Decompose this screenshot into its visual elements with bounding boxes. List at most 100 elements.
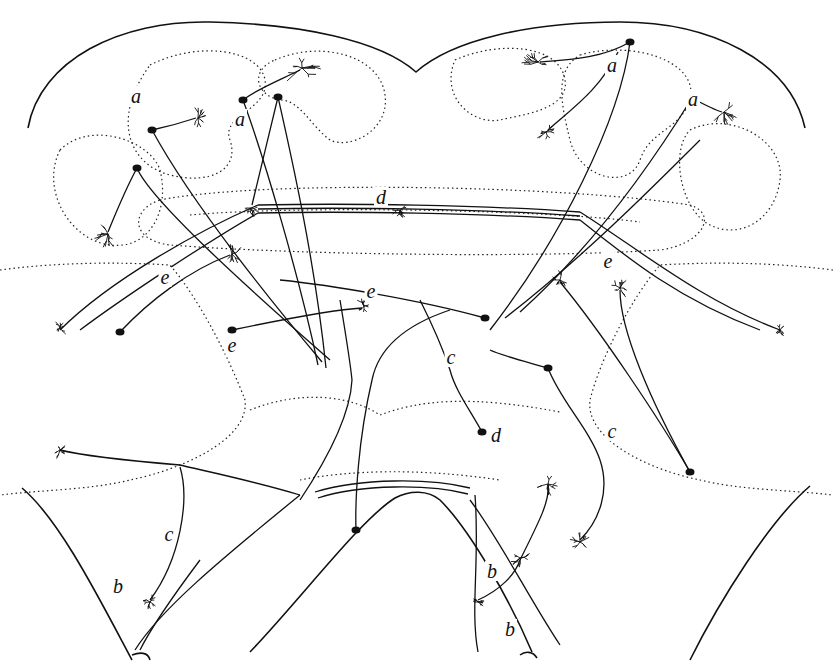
- dendrite-branch: [583, 535, 585, 539]
- dendrite-branch: [60, 328, 66, 334]
- dendrite-branch: [62, 450, 64, 452]
- dendrite-branch: [548, 490, 549, 495]
- dendrite-branch: [574, 541, 580, 542]
- dendrite-branch: [400, 210, 405, 217]
- dendrite-branch: [583, 544, 585, 547]
- dendrite-branch: [108, 234, 113, 247]
- dendrite-branch: [481, 601, 484, 602]
- part-letter: b: [111, 576, 125, 596]
- part-letter: a: [129, 86, 143, 106]
- dendrite-branch: [144, 601, 150, 603]
- dendrite-branch: [515, 556, 520, 558]
- dendrite-branch: [302, 68, 309, 77]
- dendrite-branch: [516, 558, 520, 563]
- dendrite-branch: [58, 446, 60, 448]
- dendrite-branch: [293, 66, 302, 68]
- dendrite-branch: [62, 452, 64, 454]
- dendrite-branch: [198, 118, 204, 122]
- dendrite-branch: [538, 62, 546, 65]
- dendrite-branch: [57, 454, 59, 457]
- dendrite-branch: [534, 53, 535, 58]
- dendrite-branch: [194, 121, 196, 125]
- dendrite-branch: [230, 254, 233, 262]
- dendrite-branch: [359, 306, 364, 310]
- dendrite-branch: [56, 322, 60, 328]
- dendrite-branch: [538, 56, 547, 62]
- dotted-region: [0, 48, 833, 495]
- dendrite-branch: [399, 210, 402, 218]
- dendrite-branch: [547, 484, 549, 489]
- dendrite-branch: [152, 604, 154, 607]
- dendrite-branch: [359, 308, 362, 310]
- dendrite-branch: [560, 280, 565, 286]
- dendrite-branch: [60, 323, 63, 328]
- part-letter: a: [605, 55, 619, 75]
- dendrite-branch: [55, 450, 60, 453]
- part-letter: d: [489, 425, 503, 445]
- dendrite-branch: [729, 105, 733, 108]
- dendrite-branch: [781, 327, 783, 329]
- dendrite-branch: [247, 211, 248, 214]
- dendrite-branch: [714, 116, 718, 120]
- dendrite-branch: [62, 330, 65, 332]
- dendrite-branch: [580, 535, 585, 542]
- dendrite-branch: [144, 602, 146, 604]
- dendrite-branch: [580, 542, 586, 548]
- dendrite-branch: [524, 557, 527, 559]
- dendrite-branch: [308, 74, 316, 75]
- dendrite-branch: [559, 270, 562, 280]
- dendrite-branch: [724, 102, 730, 112]
- dendrite-branch: [474, 600, 476, 601]
- dendrite-branch: [232, 245, 233, 254]
- dendrite-branch: [62, 326, 63, 328]
- dendrite-branch: [364, 306, 367, 312]
- dendrite-branch: [780, 326, 784, 330]
- dendrite-branch: [620, 288, 626, 297]
- dendrite-branch: [575, 545, 578, 548]
- dendrite-branch: [230, 244, 232, 254]
- dendrite-branch: [367, 305, 369, 306]
- dendrite-branch: [550, 129, 553, 131]
- dendrite-branch: [357, 300, 364, 306]
- dendrite-branch: [56, 451, 58, 452]
- dendrite-branch: [724, 112, 729, 117]
- dendrite-branch: [780, 330, 784, 336]
- dendrite-branch: [309, 66, 315, 68]
- dendrite-branch: [561, 271, 563, 275]
- dendrite-branch: [546, 132, 554, 133]
- dendrite-branch: [561, 282, 562, 284]
- cell-body: [116, 39, 697, 534]
- dendrite-branch: [553, 482, 557, 484]
- dendrite-branch: [293, 66, 297, 67]
- dendrite-branch: [299, 58, 302, 68]
- dendrite-branch: [302, 67, 315, 69]
- dendrite-branch: [524, 57, 530, 62]
- dendrite-branch: [782, 332, 783, 334]
- dendrite-branch: [401, 212, 403, 213]
- dendrite-branch: [542, 63, 546, 65]
- dendrite-branch: [620, 282, 621, 285]
- dendrite-branch: [537, 486, 542, 488]
- part-letter: b: [503, 619, 517, 639]
- dendrite-branch: [302, 67, 315, 68]
- dendrite-branch: [552, 487, 556, 489]
- dendrite-branch: [200, 110, 202, 114]
- dendrite-branch: [232, 246, 233, 250]
- dendrite-branch: [403, 205, 405, 208]
- dendrite-branch: [254, 207, 257, 209]
- dendrite-branch: [108, 234, 110, 241]
- dendrite-branch: [237, 249, 240, 252]
- dendrite-branch: [101, 225, 108, 234]
- dendrite-branch: [552, 279, 556, 280]
- dendrite-branch: [513, 561, 516, 565]
- dendrite-branch: [58, 447, 60, 450]
- dendrite-tuft: [55, 53, 784, 609]
- dendrite-branch: [615, 290, 618, 291]
- dendrite-branch: [60, 325, 61, 326]
- dendrite-branch: [198, 108, 199, 113]
- dendrite-branch: [541, 130, 543, 132]
- dendrite-branch: [531, 53, 533, 58]
- dendrite-branch: [94, 237, 101, 239]
- dendrite-branch: [563, 282, 566, 283]
- dendrite-branch: [724, 117, 727, 120]
